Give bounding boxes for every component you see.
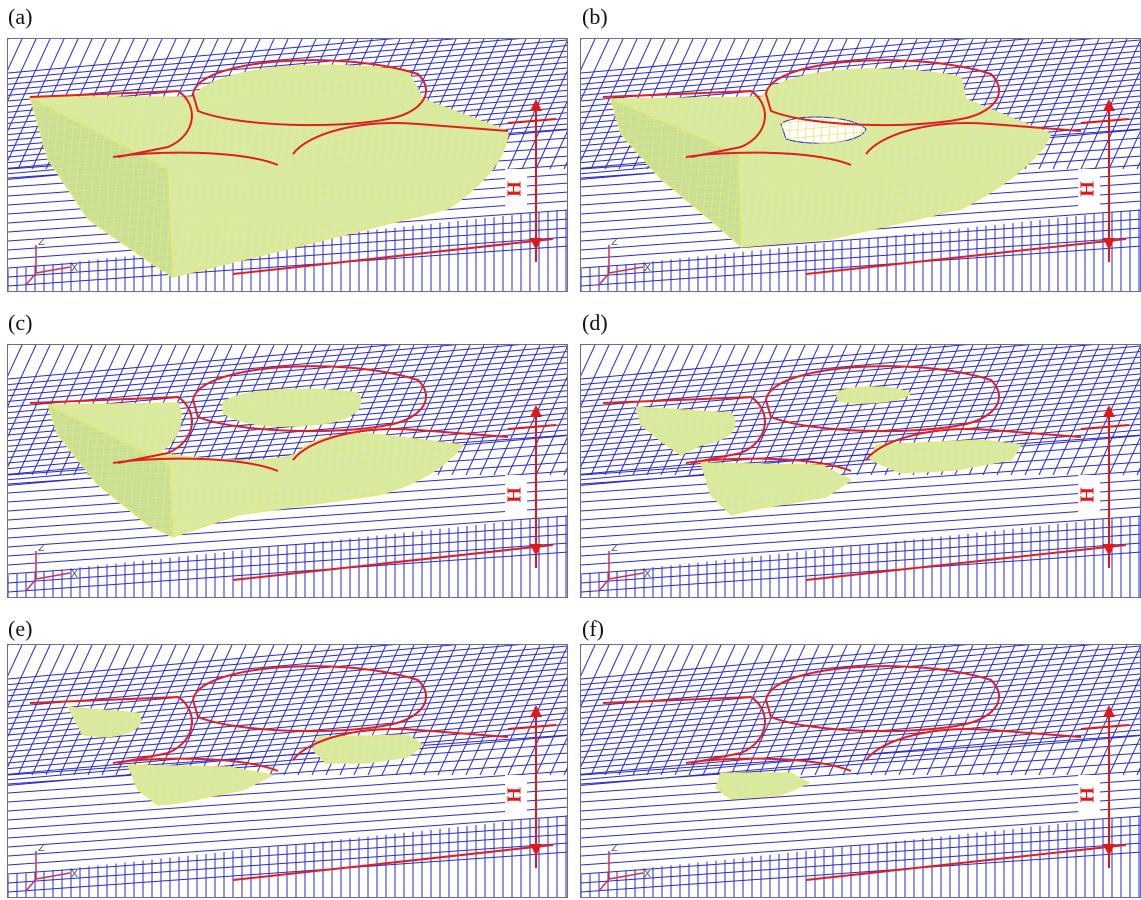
material-hatch	[223, 389, 361, 427]
mesh-diagram: H Z X	[581, 39, 1140, 291]
mesh-diagram: H Z X	[8, 645, 567, 897]
mesh-diagram: H Z X	[8, 345, 567, 597]
dimension-label-box	[1078, 775, 1100, 815]
dimension-label-box	[505, 775, 527, 815]
panel-b: H Z X	[580, 38, 1141, 292]
axis-label-z: Z	[38, 843, 45, 854]
axis-label-x: X	[71, 263, 78, 274]
panel-a: H Z X	[7, 38, 568, 292]
panel-label-c: (c)	[8, 310, 33, 335]
dimension-label-box	[505, 169, 527, 209]
panel-e: H Z X	[7, 644, 568, 898]
axis-label-z: Z	[611, 843, 618, 854]
material-hatch	[128, 765, 273, 805]
dimension-label-box	[1078, 475, 1100, 515]
region-outlines	[29, 365, 554, 581]
dimension-label: H	[504, 787, 526, 803]
axis-label-z: Z	[611, 543, 618, 554]
material-hatch	[701, 463, 851, 515]
dimension-label: H	[1077, 787, 1099, 803]
dimension-label: H	[504, 181, 526, 197]
panel-label-b: (b)	[582, 4, 608, 29]
dimension-label: H	[1077, 181, 1099, 197]
height-dimension	[1080, 99, 1130, 262]
axis-label-x: X	[644, 869, 651, 880]
axis-triad	[598, 245, 644, 286]
height-dimension	[507, 405, 557, 568]
region-outlines	[602, 665, 1127, 881]
axis-triad	[598, 551, 644, 592]
height-dimension	[1080, 405, 1130, 568]
dimension-label: H	[1077, 487, 1099, 503]
panel-label-d: (d)	[582, 310, 608, 335]
dimension-label: H	[504, 487, 526, 503]
mesh-diagram: H Z X	[581, 345, 1140, 597]
height-dimension	[1080, 705, 1130, 868]
region-outlines	[29, 665, 554, 881]
axis-label-x: X	[644, 569, 651, 580]
axis-label-z: Z	[38, 237, 45, 248]
mesh-diagram: H Z X	[581, 645, 1140, 897]
dimension-label-box	[1078, 169, 1100, 209]
panel-label-f: (f)	[582, 616, 604, 641]
panel-c: H Z X	[7, 344, 568, 598]
material-region	[635, 406, 736, 456]
height-dimension	[507, 705, 557, 868]
mesh-grid	[581, 645, 1140, 786]
axis-label-z: Z	[38, 543, 45, 554]
panel-f: H Z X	[580, 644, 1141, 898]
axis-label-x: X	[71, 569, 78, 580]
panel-label-e: (e)	[8, 616, 33, 641]
height-dimension	[507, 99, 557, 262]
axis-label-z: Z	[611, 237, 618, 248]
region-outlines	[602, 365, 1127, 581]
material-region	[46, 402, 465, 538]
axis-triad	[25, 245, 71, 286]
axis-triad	[598, 851, 644, 892]
region-outlines	[29, 59, 554, 275]
material-hatch	[68, 707, 141, 737]
dimension-label-box	[505, 475, 527, 515]
axis-triad	[25, 851, 71, 892]
axis-triad	[25, 551, 71, 592]
axis-label-x: X	[71, 869, 78, 880]
panel-label-a: (a)	[8, 4, 33, 29]
front-face-grid	[581, 734, 1140, 897]
mesh-diagram: H Z X	[8, 39, 567, 291]
axis-label-x: X	[644, 263, 651, 274]
region-outlines	[602, 59, 1127, 275]
panel-d: H Z X	[580, 344, 1141, 598]
